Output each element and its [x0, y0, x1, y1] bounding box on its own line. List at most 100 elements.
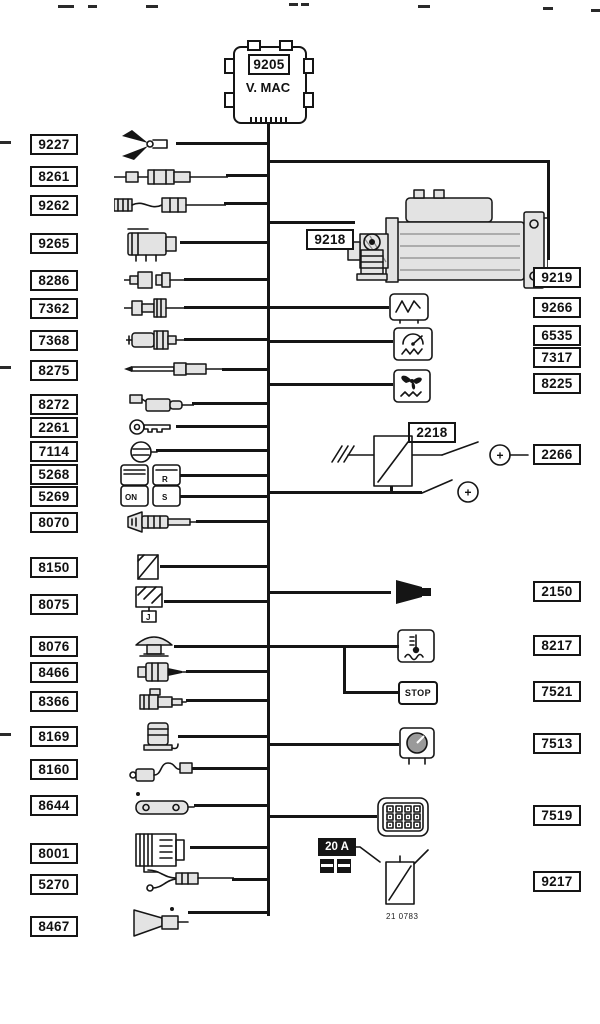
bracket-icon	[135, 792, 195, 815]
scan-mark	[0, 733, 11, 736]
module-tab	[247, 40, 261, 51]
blank-plate-icon	[137, 554, 159, 580]
code-5268: 5268	[30, 464, 78, 485]
push-button-icon	[135, 636, 173, 657]
stop-label: STOP	[404, 688, 432, 698]
switch-label: S	[162, 493, 168, 502]
relay-unit-icon	[127, 228, 177, 262]
wire	[180, 474, 269, 477]
code-9219: 9219	[533, 267, 581, 288]
wire	[226, 174, 269, 177]
wire	[222, 368, 269, 371]
temperature-probe-icon	[124, 362, 224, 376]
wire	[156, 449, 269, 452]
elbow-sensor-icon	[129, 394, 194, 412]
code-8644: 8644	[30, 795, 78, 816]
code-8075: 8075	[30, 594, 78, 615]
fuel-gauge-icon	[393, 327, 433, 361]
code-7317: 7317	[533, 347, 581, 368]
code-8467: 8467	[30, 916, 78, 937]
code-9227: 9227	[30, 134, 78, 155]
wire	[160, 565, 269, 568]
wire	[269, 306, 389, 309]
scan-mark	[289, 3, 298, 6]
wire	[547, 160, 550, 260]
module-tab	[279, 40, 293, 51]
signal-gauge-icon	[389, 293, 429, 324]
switch-to-battery-icon: +	[412, 441, 529, 466]
wire	[269, 340, 393, 343]
starter-terminal-icon	[356, 233, 388, 281]
wire	[196, 520, 269, 523]
spark-plug-icon	[124, 271, 186, 289]
wire	[184, 306, 269, 309]
coolant-temp-icon	[397, 629, 435, 663]
scan-mark	[88, 5, 97, 8]
relay-j-icon: J	[135, 586, 163, 623]
code-8160: 8160	[30, 759, 78, 780]
wire	[178, 735, 269, 738]
wire	[180, 241, 269, 244]
code-7521: 7521	[533, 681, 581, 702]
code-8001: 8001	[30, 843, 78, 864]
code-8366: 8366	[30, 691, 78, 712]
battery-plus-icon: +	[464, 486, 471, 500]
code-7114: 7114	[30, 441, 78, 462]
rocker-switch-pair-icon: R	[120, 464, 181, 486]
code-8466: 8466	[30, 662, 78, 683]
code-9262: 9262	[30, 195, 78, 216]
code-8217: 8217	[533, 635, 581, 656]
wire	[390, 486, 393, 493]
threaded-sensor-icon	[124, 298, 186, 318]
round-sender-icon	[130, 441, 158, 463]
wire	[269, 591, 391, 594]
code-8169: 8169	[30, 726, 78, 747]
code-2218: 2218	[408, 422, 456, 443]
battery-plus-icon: +	[496, 449, 503, 463]
diagnostic-connector-icon	[127, 511, 198, 533]
alligator-clip-icon	[122, 130, 168, 160]
wire	[269, 645, 399, 648]
wire	[269, 815, 377, 818]
wire	[269, 160, 550, 163]
switch-to-battery-icon: +	[421, 479, 479, 503]
relay-letter: J	[146, 613, 150, 622]
code-2150: 2150	[533, 581, 581, 602]
module-tab	[224, 92, 235, 108]
pressure-sensor-icon	[139, 688, 187, 710]
drawing-number: 21 0783	[386, 912, 419, 921]
branch-connector-icon	[146, 869, 234, 892]
heater-fan-icon	[393, 369, 431, 403]
stop-lamp-icon: STOP	[398, 681, 438, 705]
code-8272: 8272	[30, 394, 78, 415]
pressure-switch-icon	[126, 330, 186, 350]
injector-icon	[137, 662, 187, 682]
wire	[269, 743, 399, 746]
code-7519: 7519	[533, 805, 581, 826]
code-8275: 8275	[30, 360, 78, 381]
module-name: V. MAC	[245, 80, 291, 95]
wire	[269, 383, 393, 386]
scan-mark	[0, 366, 11, 369]
code-7513: 7513	[533, 733, 581, 754]
fuse-holder-icon	[320, 859, 334, 873]
inline-connector-icon	[114, 169, 228, 185]
wire	[176, 425, 269, 428]
code-7362: 7362	[30, 298, 78, 319]
wire	[232, 878, 269, 881]
scan-mark	[591, 9, 600, 12]
wire	[269, 491, 422, 494]
switch-blade-icon	[352, 846, 381, 863]
rocker-switch-pair-icon: ON S	[120, 485, 181, 507]
module-tab	[303, 58, 314, 74]
code-2266: 2266	[533, 444, 581, 465]
wire	[180, 495, 269, 498]
wire	[164, 600, 269, 603]
code-9218: 9218	[306, 229, 354, 250]
module-tab	[303, 92, 314, 108]
relay-with-switch-icon	[385, 849, 429, 905]
switch-label: ON	[125, 493, 137, 502]
starter-motor-icon	[347, 189, 548, 289]
code-7368: 7368	[30, 330, 78, 351]
